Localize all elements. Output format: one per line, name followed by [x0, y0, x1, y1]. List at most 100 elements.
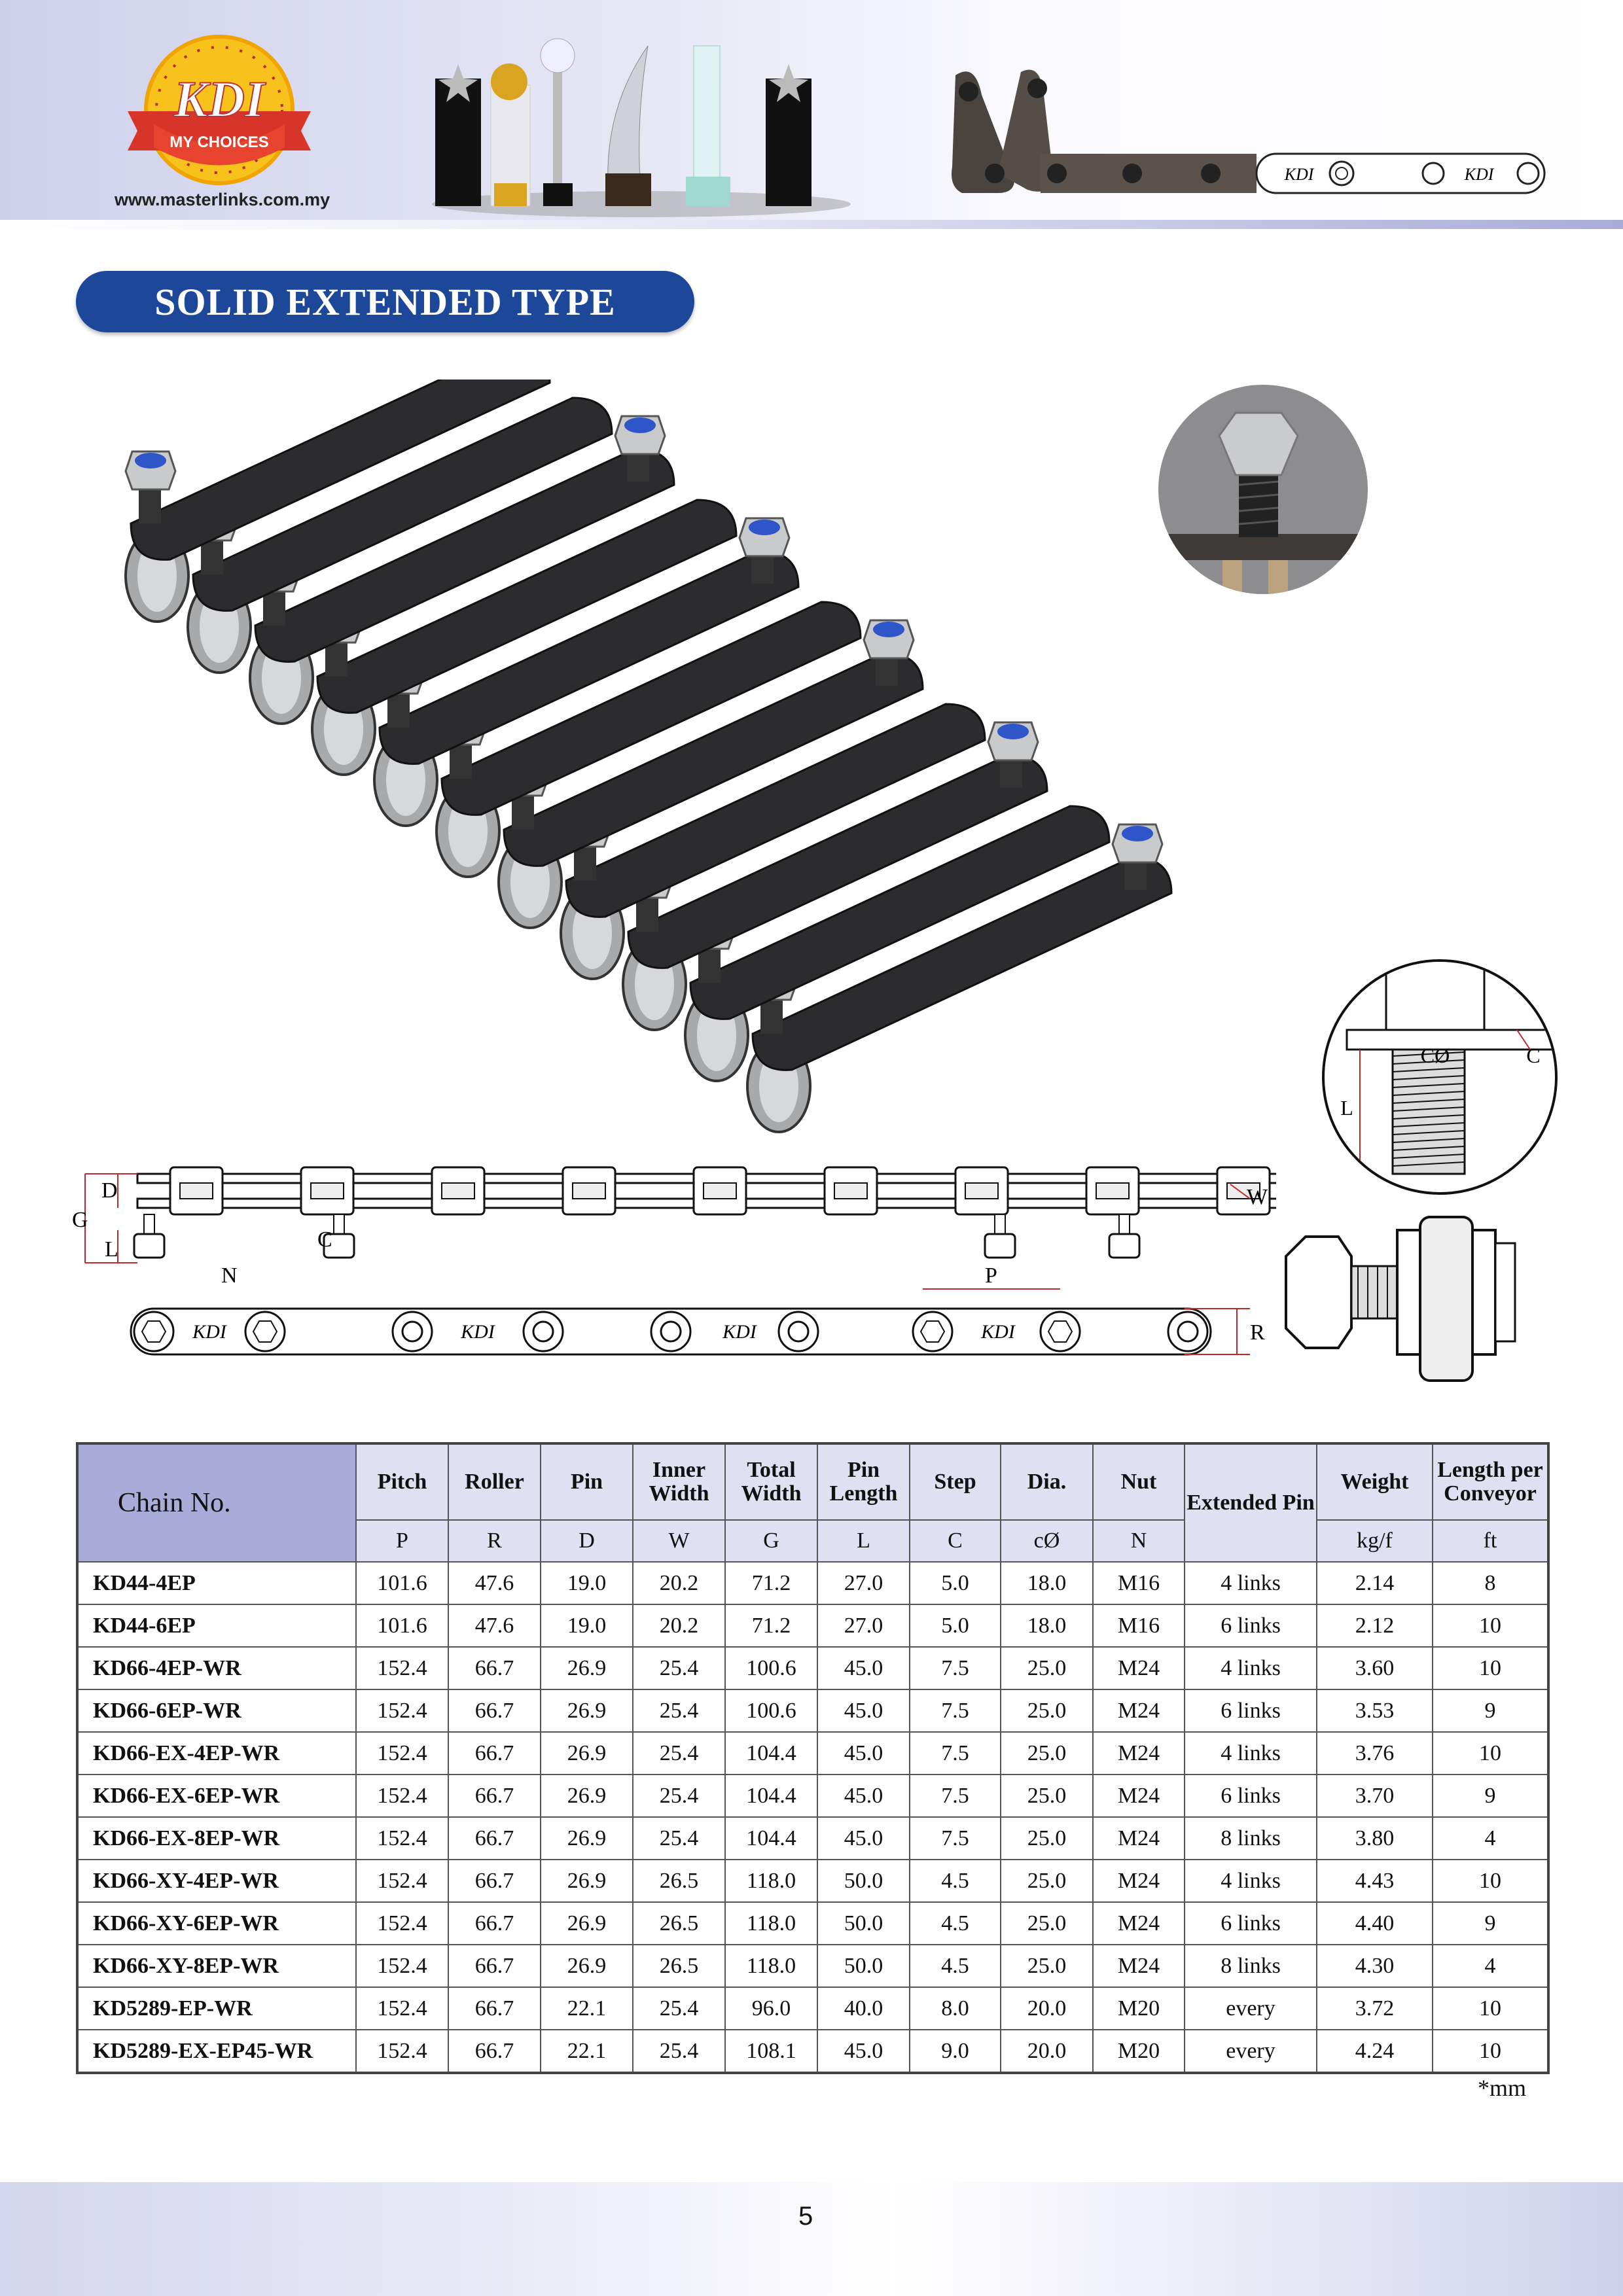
value-cell: 45.0 — [817, 2029, 910, 2074]
column-unit: W — [632, 1519, 726, 1563]
chain-number-cell: KD44-4EP — [77, 1561, 357, 1605]
value-cell: 6 links — [1184, 1901, 1317, 1945]
value-cell: 101.6 — [355, 1604, 449, 1648]
footer-band — [0, 2182, 1623, 2296]
label-r: R — [1250, 1320, 1265, 1345]
value-cell: 26.9 — [540, 1859, 633, 1903]
pin-closeup-photo — [1158, 385, 1368, 594]
value-cell: 26.5 — [632, 1859, 726, 1903]
website-url[interactable]: www.masterlinks.com.my — [115, 190, 330, 209]
value-cell: 25.0 — [1000, 1774, 1094, 1818]
value-cell: 25.4 — [632, 1774, 726, 1818]
value-cell: 3.60 — [1316, 1646, 1433, 1690]
column-unit: kg/f — [1316, 1519, 1433, 1563]
column-unit: R — [448, 1519, 541, 1563]
value-cell: M16 — [1092, 1604, 1185, 1648]
unit-footnote: *mm — [1478, 2075, 1527, 2101]
column-header: Step — [909, 1443, 1001, 1521]
value-cell: 25.0 — [1000, 1901, 1094, 1945]
value-cell: 5.0 — [909, 1561, 1001, 1605]
label-d: D — [101, 1178, 118, 1203]
value-cell: 18.0 — [1000, 1604, 1094, 1648]
roller-side-view-drawing — [1285, 1216, 1516, 1382]
value-cell: 4.43 — [1316, 1859, 1433, 1903]
value-cell: 118.0 — [724, 1901, 818, 1945]
value-cell: 4.40 — [1316, 1901, 1433, 1945]
column-unit: L — [817, 1519, 910, 1563]
chain-side-view-diagram: G D L C N W P — [72, 1166, 1276, 1290]
value-cell: 152.4 — [355, 1859, 449, 1903]
value-cell: 25.0 — [1000, 1816, 1094, 1860]
value-cell: 71.2 — [724, 1561, 818, 1605]
value-cell: 25.0 — [1000, 1859, 1094, 1903]
value-cell: M24 — [1092, 1816, 1185, 1860]
value-cell: 10 — [1432, 1859, 1549, 1903]
column-unit: cØ — [1000, 1519, 1094, 1563]
value-cell: 6 links — [1184, 1689, 1317, 1733]
value-cell: 26.9 — [540, 1646, 633, 1690]
value-cell: 3.76 — [1316, 1731, 1433, 1775]
value-cell: M24 — [1092, 1944, 1185, 1988]
value-cell: 19.0 — [540, 1604, 633, 1648]
value-cell: 66.7 — [448, 1689, 541, 1733]
value-cell: 152.4 — [355, 1689, 449, 1733]
value-cell: 18.0 — [1000, 1561, 1094, 1605]
value-cell: 9.0 — [909, 2029, 1001, 2074]
value-cell: 26.5 — [632, 1944, 726, 1988]
column-header: Weight — [1316, 1443, 1433, 1521]
value-cell: 66.7 — [448, 1774, 541, 1818]
value-cell: 7.5 — [909, 1646, 1001, 1690]
chain-number-cell: KD66-6EP-WR — [77, 1689, 357, 1733]
value-cell: 3.70 — [1316, 1774, 1433, 1818]
plate-logo: KDI — [460, 1321, 496, 1343]
column-unit: P — [355, 1519, 449, 1563]
value-cell: 9 — [1432, 1774, 1549, 1818]
chain-number-cell: KD5289-EX-EP45-WR — [77, 2029, 357, 2074]
chain-number-cell: KD5289-EP-WR — [77, 1987, 357, 2030]
value-cell: 25.4 — [632, 1987, 726, 2030]
nut-icon — [252, 1320, 278, 1343]
label-p: P — [985, 1263, 997, 1288]
column-header: Dia. — [1000, 1443, 1094, 1521]
value-cell: 4 links — [1184, 1859, 1317, 1903]
value-cell: 25.4 — [632, 2029, 726, 2074]
value-cell: M24 — [1092, 1774, 1185, 1818]
value-cell: 20.0 — [1000, 1987, 1094, 2030]
chain-number-cell: KD66-4EP-WR — [77, 1646, 357, 1690]
value-cell: 71.2 — [724, 1604, 818, 1648]
logo-text: KDI — [173, 71, 266, 128]
value-cell: 6 links — [1184, 1774, 1317, 1818]
value-cell: M24 — [1092, 1859, 1185, 1903]
chain-link — [746, 823, 1173, 1133]
plate-logo: KDI — [192, 1321, 228, 1343]
pin-detail-drawing: CØ C L — [1322, 959, 1558, 1195]
column-unit: N — [1092, 1519, 1185, 1563]
value-cell: 152.4 — [355, 1816, 449, 1860]
value-cell: 101.6 — [355, 1561, 449, 1605]
nut-icon — [1047, 1320, 1073, 1343]
chain-number-cell: KD44-6EP — [77, 1604, 357, 1648]
value-cell: 66.7 — [448, 1944, 541, 1988]
column-header: Roller — [448, 1443, 541, 1521]
label-c: C — [317, 1227, 332, 1252]
value-cell: 4 links — [1184, 1646, 1317, 1690]
value-cell: 4 — [1432, 1816, 1549, 1860]
header-divider — [0, 220, 1623, 229]
chain-number-cell: KD66-XY-8EP-WR — [77, 1944, 357, 1988]
value-cell: 25.0 — [1000, 1689, 1094, 1733]
value-cell: 6 links — [1184, 1604, 1317, 1648]
column-unit: D — [540, 1519, 633, 1563]
value-cell: 25.4 — [632, 1689, 726, 1733]
value-cell: 26.9 — [540, 1731, 633, 1775]
value-cell: 20.0 — [1000, 2029, 1094, 2074]
value-cell: M24 — [1092, 1901, 1185, 1945]
column-unit: G — [724, 1519, 818, 1563]
value-cell: 26.9 — [540, 1816, 633, 1860]
chain-link — [560, 703, 986, 980]
value-cell: 152.4 — [355, 1774, 449, 1818]
